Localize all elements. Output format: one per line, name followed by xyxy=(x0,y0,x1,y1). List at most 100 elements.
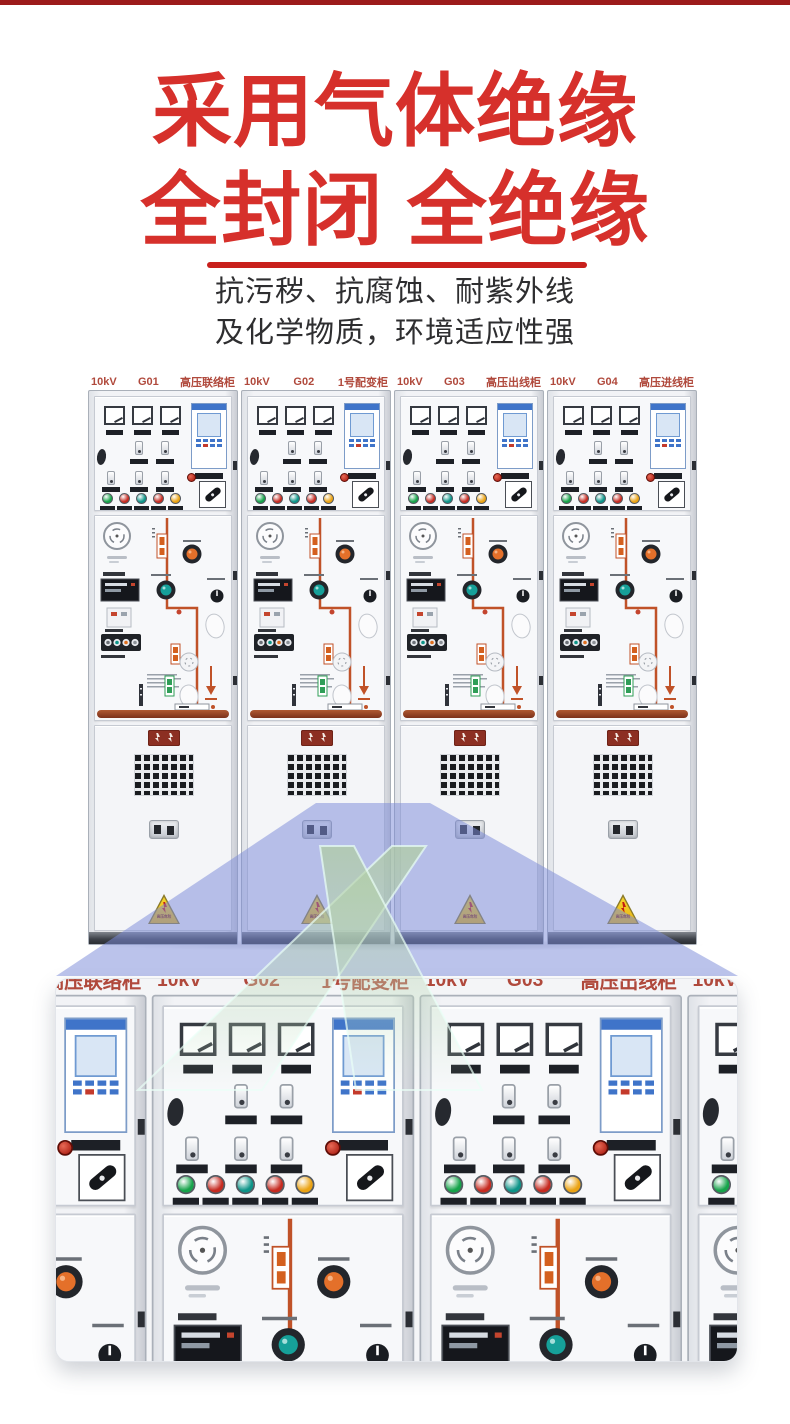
indicator-lamp xyxy=(255,493,266,504)
label-chip xyxy=(287,506,302,510)
label-chip xyxy=(283,487,301,492)
analog-meter xyxy=(438,406,459,425)
label-chip xyxy=(500,1197,527,1205)
toggle-switch xyxy=(234,1084,248,1109)
hinge xyxy=(673,1311,681,1328)
cabinet-voltage-label: 10kV xyxy=(692,978,738,991)
label-chip xyxy=(470,1197,497,1205)
cabinet-voltage-label: 10kV xyxy=(550,375,576,388)
toggle-switch xyxy=(107,471,115,485)
toggle-switch xyxy=(467,441,475,455)
lightning-icon xyxy=(474,733,479,742)
door-lock xyxy=(95,448,108,466)
indicator-lamp xyxy=(629,493,640,504)
cabinet-body: 高压危险 xyxy=(419,994,682,1361)
analog-meter xyxy=(447,1022,485,1056)
indicator-lamp xyxy=(533,1175,553,1195)
indicator-lamp xyxy=(561,493,572,504)
cabinet-voltage-label: 10kV xyxy=(397,375,423,388)
hinge xyxy=(539,461,543,470)
label-chip xyxy=(549,1064,579,1074)
door-handle xyxy=(149,820,179,839)
label-chip xyxy=(559,1197,586,1205)
red-indicator-light xyxy=(187,473,196,482)
label-chip xyxy=(501,473,529,479)
cabinet-voltage-label: 10kV xyxy=(157,978,202,991)
cabinet-name-label: 高压联络柜 xyxy=(180,376,235,389)
hinge xyxy=(539,571,543,580)
label-chip xyxy=(451,1064,481,1074)
toggle-switch xyxy=(288,441,296,455)
cabinet-row: 10kV G01 高压联络柜 xyxy=(56,978,738,1361)
high-voltage-warning-sign: 高压危险 xyxy=(148,894,180,924)
relay-screen xyxy=(197,413,221,437)
mechanism-door xyxy=(400,515,538,721)
hinge xyxy=(692,571,696,580)
label-chip xyxy=(270,1164,303,1174)
label-chip xyxy=(444,1164,476,1174)
indicator-lamp xyxy=(408,493,419,504)
relay-buttons xyxy=(345,439,379,447)
warning-plaque xyxy=(607,730,639,746)
label-chip xyxy=(474,506,489,510)
red-indicator-light xyxy=(57,1140,73,1156)
door-lock xyxy=(165,1097,186,1127)
rotary-control-switch xyxy=(352,481,379,508)
instrument-door xyxy=(247,396,385,511)
indicator-lamp xyxy=(136,493,147,504)
cabinet-name-label: 高压出线柜 xyxy=(580,978,677,993)
instrument-door xyxy=(162,1005,404,1207)
switchgear-lineup-photo: 10kV G01 高压联络柜 xyxy=(78,373,710,951)
label-chip xyxy=(593,506,608,510)
label-chip xyxy=(529,1197,556,1205)
toggle-switch xyxy=(441,471,449,485)
protection-relay-display xyxy=(497,403,533,469)
red-indicator-light xyxy=(493,473,502,482)
label-chip xyxy=(606,1140,656,1151)
lightning-icon xyxy=(168,733,173,742)
label-chip xyxy=(315,430,332,435)
analog-meter xyxy=(132,406,153,425)
hinge xyxy=(692,676,696,685)
warning-plaque xyxy=(148,730,180,746)
label-chip xyxy=(339,1140,388,1151)
toggle-switch xyxy=(620,471,628,485)
indicator-lamp xyxy=(102,493,113,504)
title-underline xyxy=(207,262,587,268)
analog-meter xyxy=(591,406,612,425)
door-trim-bar xyxy=(250,710,382,718)
relay-buttons xyxy=(651,439,685,447)
warning-plaque xyxy=(301,730,333,746)
hinge xyxy=(405,1311,413,1328)
label-chip xyxy=(408,487,426,492)
hinge xyxy=(673,1119,681,1135)
subtitle-line-2: 及化学物质，环境适应性强 xyxy=(214,317,575,349)
door-lock xyxy=(433,1097,453,1127)
protection-relay-display xyxy=(344,403,380,469)
label-chip xyxy=(172,1197,199,1205)
label-chip xyxy=(615,459,633,464)
door-lock xyxy=(248,448,261,466)
relay-screen xyxy=(74,1035,117,1077)
toggle-switch xyxy=(161,441,169,455)
switch-handle xyxy=(203,486,222,503)
label-chip xyxy=(654,473,682,479)
toggle-switch xyxy=(720,1136,735,1161)
lightning-icon xyxy=(614,733,619,742)
warning-text: 高压危险 xyxy=(156,914,172,919)
switchgear-cabinet: 10kV G03 高压出线柜 xyxy=(419,978,682,1361)
toggle-switch xyxy=(161,471,169,485)
label-chip xyxy=(440,1197,467,1205)
warning-text: 高压危险 xyxy=(309,914,325,919)
cabinet-code-label: G02 xyxy=(293,375,315,388)
cabinet-voltage-label: 10kV xyxy=(244,375,270,388)
label-chip xyxy=(176,1164,208,1174)
cabinet-name-label: 1号配变柜 xyxy=(321,978,409,993)
label-chip xyxy=(102,487,120,492)
hinge xyxy=(137,1119,145,1135)
cabinet-label: 10kV G01 高压联络柜 xyxy=(88,373,238,390)
toggle-switch xyxy=(566,471,574,485)
label-chip xyxy=(202,1197,229,1205)
hinge xyxy=(233,676,237,685)
toggle-switch xyxy=(547,1084,562,1109)
